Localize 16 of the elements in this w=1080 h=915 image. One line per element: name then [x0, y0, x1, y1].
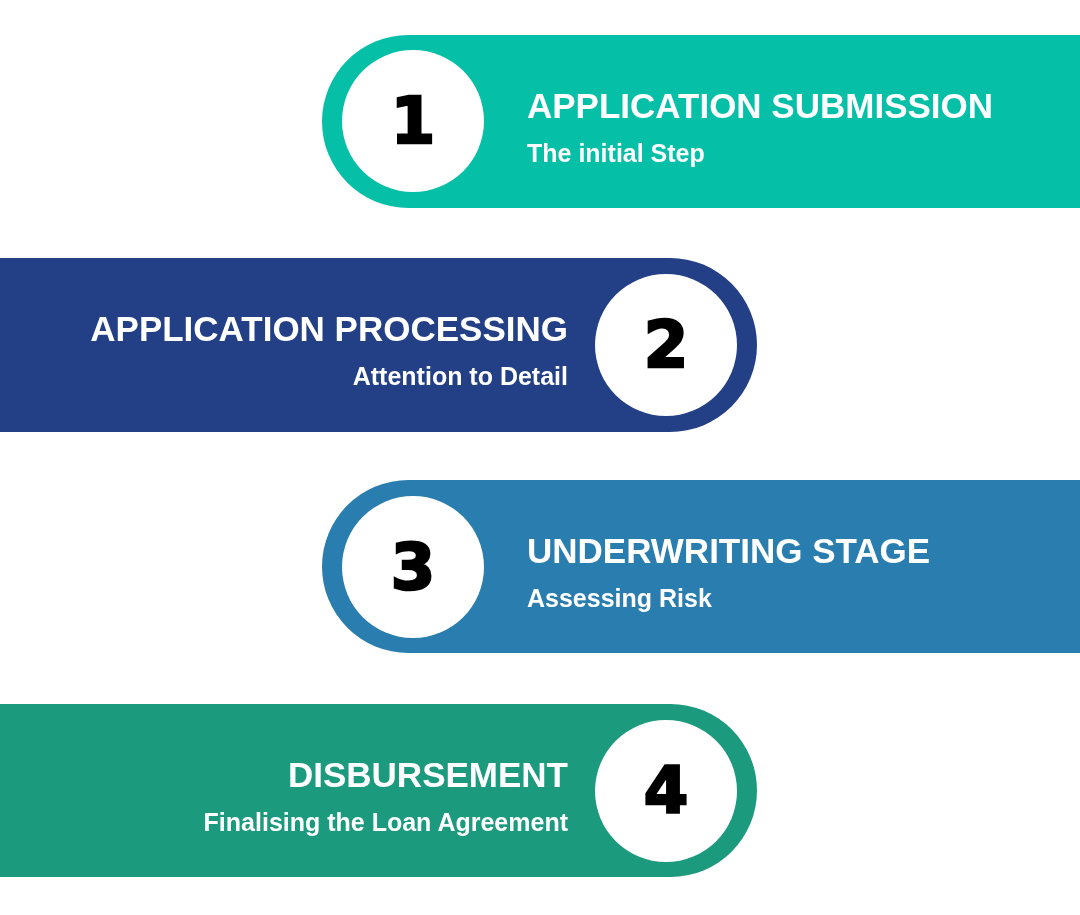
step-title: APPLICATION SUBMISSION [527, 85, 994, 127]
step-title: DISBURSEMENT [287, 754, 568, 796]
step-subtitle: The initial Step [527, 138, 705, 168]
step-band [322, 35, 1080, 208]
step-band [0, 704, 757, 877]
step-subtitle: Finalising the Loan Agreement [203, 807, 568, 837]
step-title: APPLICATION PROCESSING [90, 308, 568, 350]
step-number: 2 [643, 313, 689, 377]
step-subtitle: Assessing Risk [527, 583, 712, 613]
step-band [0, 258, 757, 432]
step-subtitle: Attention to Detail [352, 361, 568, 391]
step-number: 1 [390, 89, 436, 153]
step-number: 4 [643, 759, 689, 823]
step-title: UNDERWRITING STAGE [527, 530, 931, 572]
step-band [322, 480, 1080, 653]
step-number: 3 [390, 535, 436, 599]
